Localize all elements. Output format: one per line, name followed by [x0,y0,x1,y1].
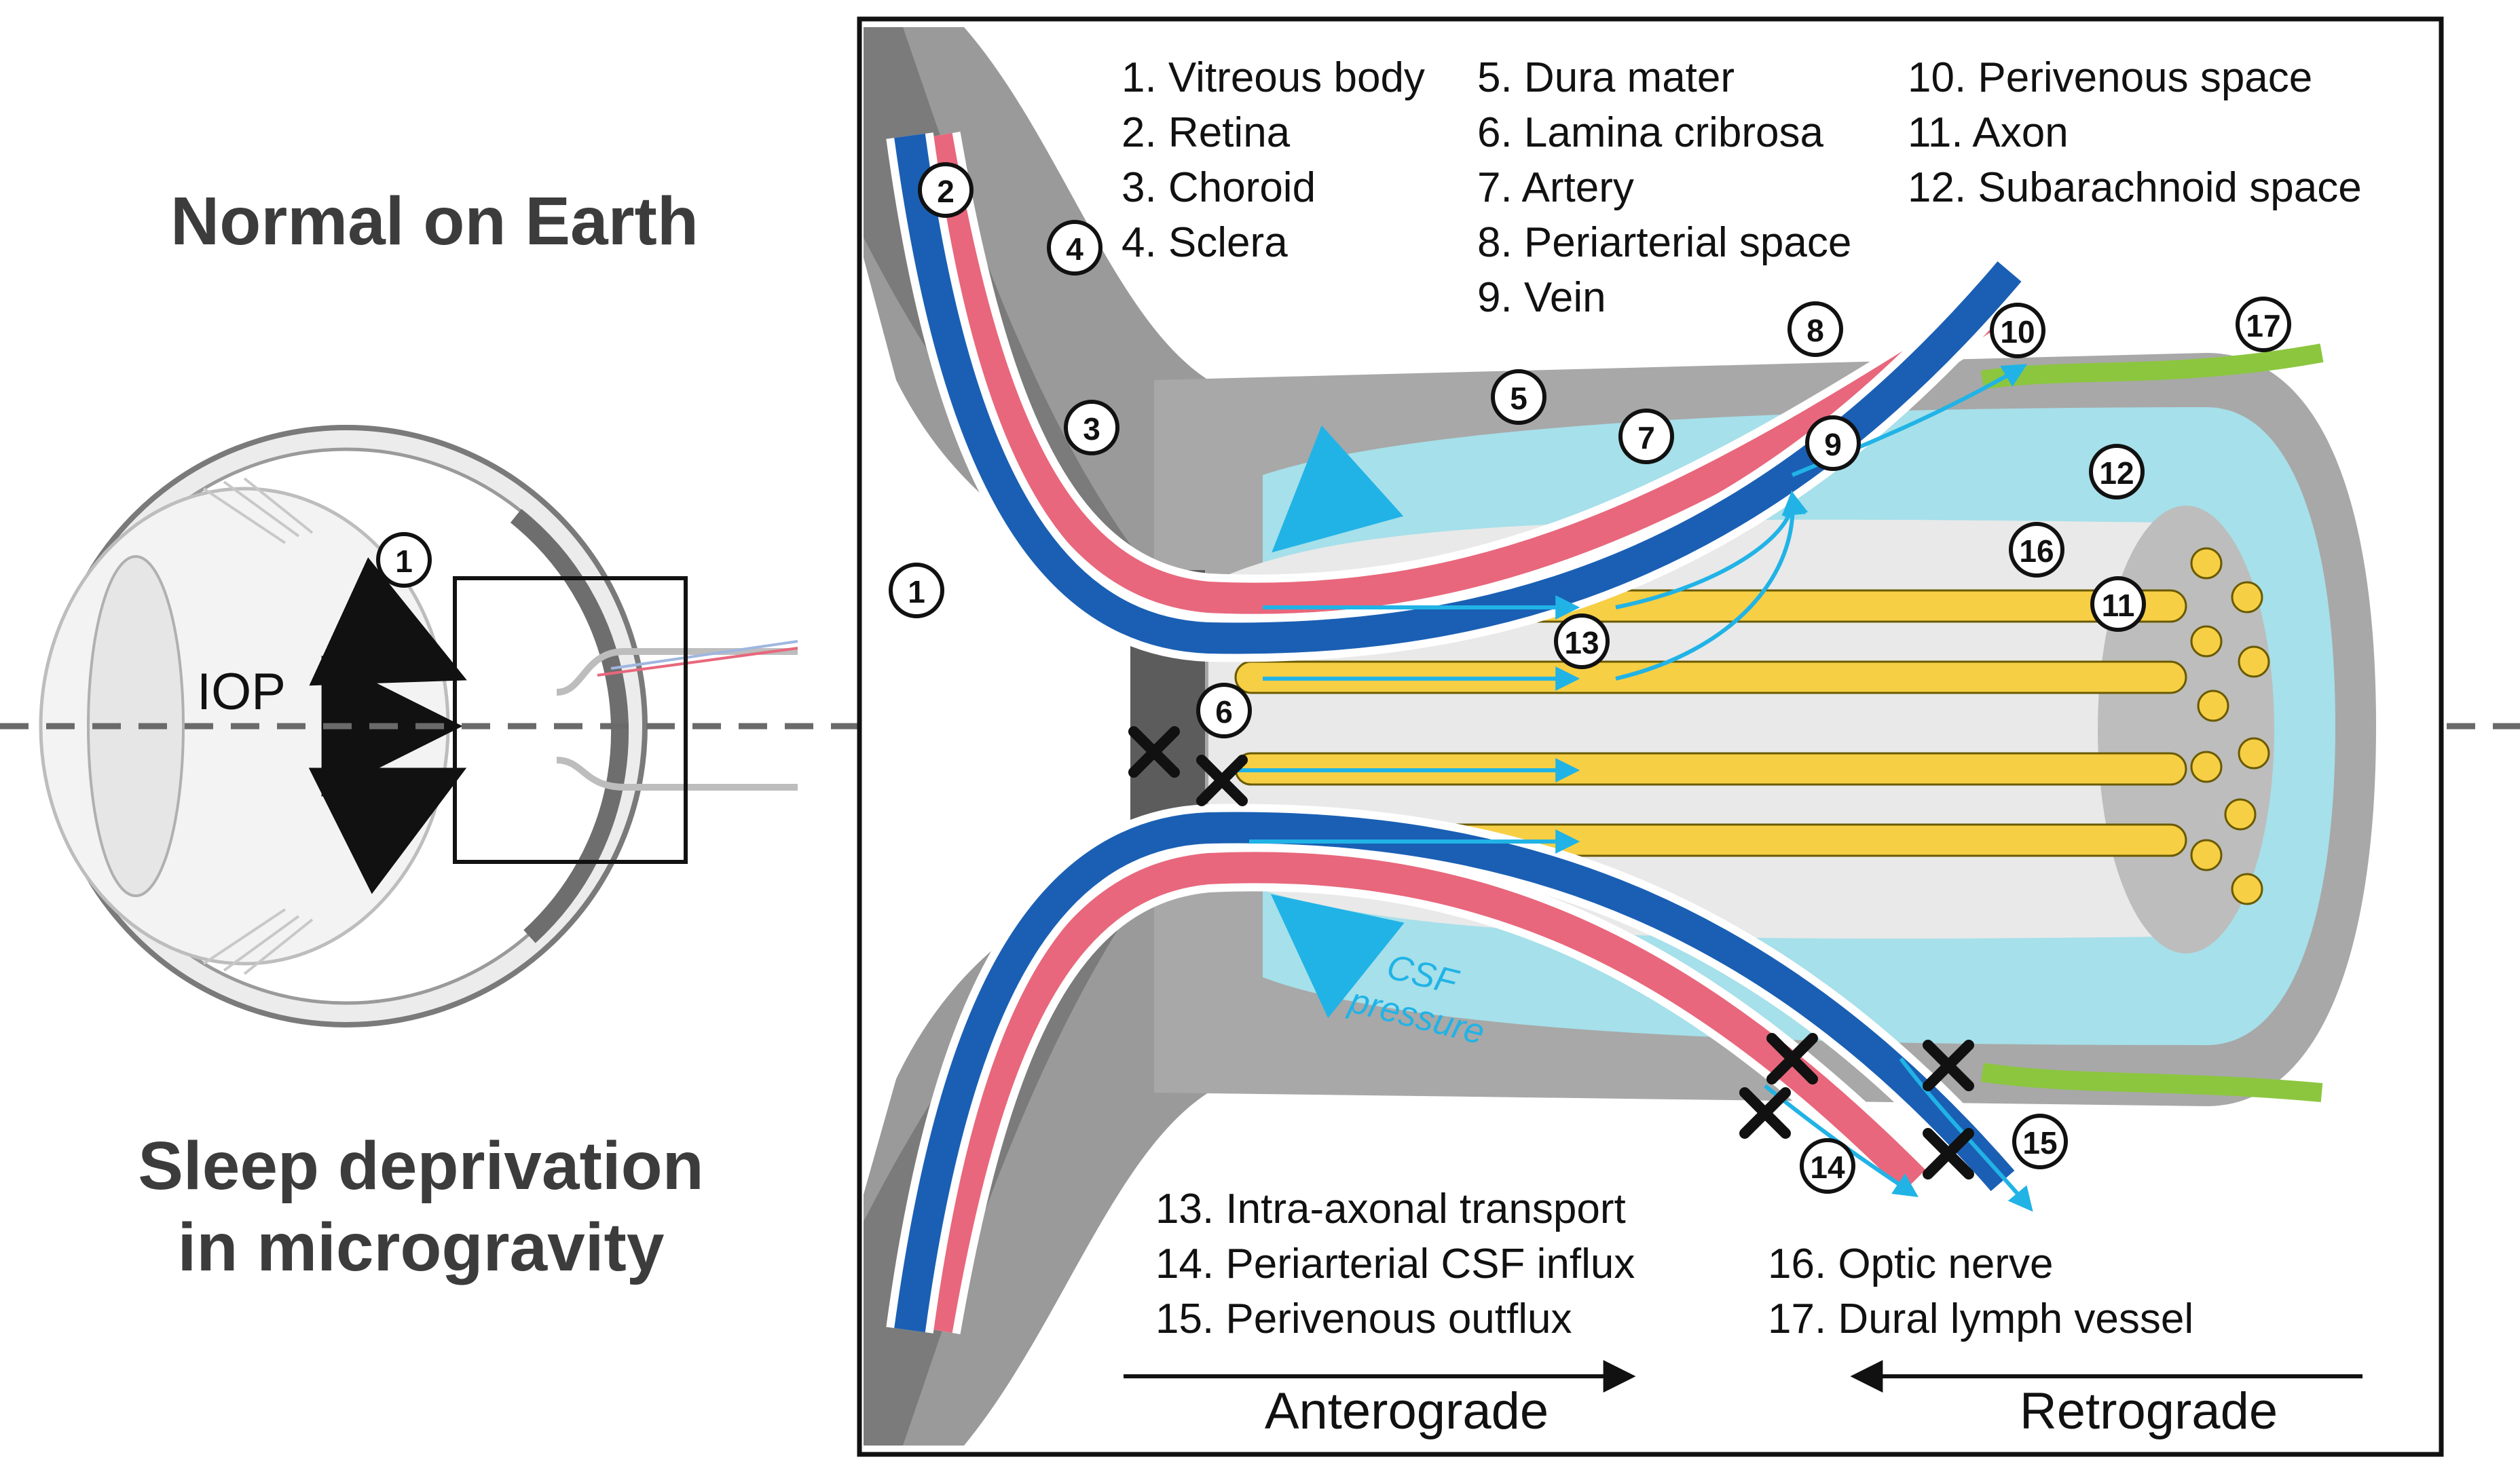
legend-item: 1. Vitreous body [1122,54,1425,101]
legend-bottom: 13. Intra-axonal transport 14. Periarter… [1155,1186,2193,1342]
marker-label: 15 [2022,1125,2057,1160]
marker-label: 5 [1510,381,1527,416]
legend-item: 2. Retina [1122,109,1291,156]
legend-item: 11. Axon [1908,109,2069,156]
retrograde-label: Retrograde [2020,1382,2278,1440]
marker-8: 8 [1787,301,1843,357]
marker-13: 13 [1554,614,1610,669]
legend-item: 3. Choroid [1122,164,1316,211]
legend-item: 7. Artery [1477,164,1634,211]
marker-3: 3 [1064,400,1119,455]
zoom-box [453,576,688,864]
marker-5: 5 [1491,369,1546,425]
legend-item: 4. Sclera [1122,219,1288,266]
marker-label: 1 [395,544,413,579]
marker-label: 16 [2019,533,2054,569]
legend-item: 17. Dural lymph vessel [1768,1296,2193,1342]
legend-item: 9. Vein [1477,274,1606,321]
legend-item: 16. Optic nerve [1768,1241,2053,1287]
marker-12: 12 [2089,444,2145,499]
marker-1: 1 [889,563,944,618]
marker-label: 17 [2246,308,2280,343]
legend-item: 15. Perivenous outflux [1155,1296,1572,1342]
marker-1: 1 [376,532,432,588]
marker-11: 11 [2090,576,2146,632]
heading-normal: Normal on Earth [170,183,699,259]
legend-item: 5. Dura mater [1477,54,1735,101]
marker-6: 6 [1196,683,1252,738]
marker-16: 16 [2009,522,2064,578]
legend-top: 1. Vitreous body 2. Retina 3. Choroid 4.… [1122,54,2362,321]
marker-label: 8 [1806,313,1824,348]
legend-item: 8. Periarterial space [1477,219,1851,266]
marker-label: 7 [1637,420,1655,455]
legend-item: 14. Periarterial CSF influx [1155,1241,1635,1287]
marker-15: 15 [2012,1114,2068,1169]
marker-17: 17 [2236,297,2291,352]
iop-label: IOP [197,663,286,721]
marker-label: 3 [1083,411,1100,447]
marker-14: 14 [1800,1138,1855,1194]
marker-label: 13 [1564,625,1599,660]
marker-label: 4 [1066,231,1083,267]
marker-label: 10 [2000,314,2035,350]
marker-label: 6 [1215,694,1233,730]
direction-indicators: Anterograde Retrograde [1124,1360,2362,1440]
blocked-markers [1128,726,1974,1180]
marker-label: 2 [937,174,955,209]
marker-10: 10 [1990,303,2045,358]
legend-item: 10. Perivenous space [1908,54,2312,101]
legend-item: 12. Subarachnoid space [1908,164,2362,211]
marker-4: 4 [1047,220,1102,276]
marker-9: 9 [1805,415,1861,471]
marker-label: 11 [2102,588,2135,623]
anterograde-label: Anterograde [1265,1382,1549,1440]
marker-label: 9 [1824,427,1842,462]
optic-nerve-cross-section [864,27,2376,1446]
legend-item: 13. Intra-axonal transport [1155,1186,1626,1232]
marker-label: 14 [1810,1150,1845,1185]
heading-sleep-line2: in microgravity [178,1209,665,1285]
marker-7: 7 [1618,409,1674,464]
marker-label: 1 [908,574,925,609]
marker-2: 2 [918,162,974,218]
heading-sleep-line1: Sleep deprivation [138,1128,704,1204]
small-optic-nerve [556,640,798,791]
legend-item: 6. Lamina cribrosa [1477,109,1824,156]
marker-label: 12 [2099,455,2134,491]
